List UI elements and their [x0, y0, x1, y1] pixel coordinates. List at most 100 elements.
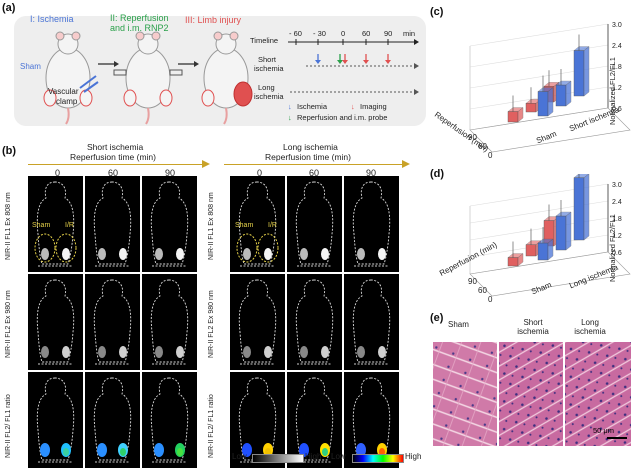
- gray-scale-high: High: [305, 452, 322, 461]
- mouse-reperfusion-icon: [113, 31, 183, 125]
- bar-sham-0: [507, 241, 524, 267]
- gray-scale-bar: [252, 454, 304, 463]
- z-tick-label: 0.6: [612, 250, 622, 257]
- imaging-cell: [230, 176, 285, 272]
- tick-minus60: - 60: [289, 29, 302, 38]
- tick-60: 60: [362, 29, 371, 38]
- long-time-90: 90: [366, 168, 377, 178]
- timeline-label: Timeline: [250, 36, 279, 45]
- legend-imaging: Imaging: [360, 102, 387, 111]
- tick-0: 0: [341, 29, 346, 38]
- long-time-0: 0: [257, 168, 263, 178]
- bar-long-ischemia-60: [555, 200, 572, 251]
- clamp-label-2: clamp: [56, 97, 78, 106]
- imaging-cell: [230, 274, 285, 370]
- long-arrowhead: [402, 160, 410, 168]
- x-tick-label: 0: [488, 295, 493, 304]
- panel-a-label: (a): [2, 2, 16, 14]
- imaging-cell: [85, 176, 140, 272]
- imaging-cell: [287, 372, 342, 468]
- row2-label-short: NIR-II FL2 Ex 980 nm: [5, 290, 12, 358]
- imaging-cell: [344, 274, 399, 370]
- scale-bar-label: 50 μm: [593, 426, 614, 435]
- tick-90: 90: [384, 29, 393, 38]
- imaging-cell: [287, 176, 342, 272]
- bar-long-ischemia-90: [573, 174, 590, 241]
- imaging-cell: [142, 176, 197, 272]
- x-tick-label: 90: [468, 133, 477, 142]
- timeline-graphic: [288, 39, 419, 95]
- long-time-arrow: [224, 164, 404, 165]
- tick-minus30: - 30: [313, 29, 326, 38]
- z-tick-label: 2.4: [612, 43, 622, 50]
- color-scale-bar: [352, 454, 404, 463]
- sham-label: Sham: [20, 62, 41, 71]
- z-tick-label: 3.0: [612, 182, 622, 189]
- mouse-injury-icon: [201, 31, 253, 125]
- x-tick-label: 60: [478, 142, 487, 151]
- legend-imaging-icon: ↓: [351, 102, 355, 111]
- panel-c-label: (c): [430, 6, 444, 18]
- step-injury-label: III: Limb injury: [185, 15, 242, 25]
- step-reperfusion-label-2: and i.m. RNP2: [110, 23, 169, 33]
- row1-label-short: NIR-II FL1 Ex 808 nm: [5, 192, 12, 260]
- long-time-60: 60: [309, 168, 320, 178]
- histo-long: [565, 342, 631, 446]
- imaging-cell: [28, 274, 83, 370]
- long-ischemia-label-1: Long: [258, 83, 275, 92]
- z-tick-label: 1.2: [612, 233, 622, 240]
- panel-d-label: (d): [430, 168, 445, 180]
- imaging-cell: [344, 372, 399, 468]
- z-tick-label: 1.2: [612, 85, 622, 92]
- ir-tag-short: I/R: [65, 222, 74, 229]
- x-tick-label: 0: [488, 151, 493, 160]
- imaging-cell: [85, 274, 140, 370]
- imaging-cell: [287, 274, 342, 370]
- panel-b-label: (b): [2, 145, 17, 157]
- short-time-0: 0: [55, 168, 61, 178]
- panel-e-label: (e): [430, 312, 444, 324]
- histo-sham: [433, 342, 497, 446]
- legend-ischemia: Ischemia: [297, 102, 328, 111]
- bar-short-ischemia-0: [537, 75, 554, 117]
- histo-label-long: Long ischemia: [574, 318, 606, 336]
- row1-label-long: NIR-II FL1 Ex 808 nm: [208, 192, 215, 260]
- ir-tag-long: I/R: [268, 222, 277, 229]
- z-tick-label: 1.8: [612, 216, 622, 223]
- clamp-label-1: Vascular: [48, 87, 79, 96]
- histo-short: [499, 342, 563, 446]
- row3-label-short: NIR-II FL2/ FL1 ratio: [5, 394, 12, 458]
- tick-unit: min: [403, 29, 416, 38]
- imaging-cell: [28, 176, 83, 272]
- imaging-cell: [344, 176, 399, 272]
- long-reperfusion-title: Reperfusion time (min): [265, 152, 351, 162]
- color-scale-high: High: [405, 452, 422, 461]
- long-ischemia-label-2: ischemia: [254, 92, 284, 101]
- short-time-60: 60: [108, 168, 119, 178]
- short-reperfusion-title: Reperfusion time (min): [70, 152, 156, 162]
- x-tick-label: 90: [468, 277, 477, 286]
- mouse-ischemia-icon: [43, 31, 99, 125]
- short-ischemia-title: Short ischemia: [87, 142, 144, 152]
- row3-label-long: NIR-II FL2/ FL1 ratio: [208, 394, 215, 458]
- histo-label-sham: Sham: [448, 320, 469, 329]
- bar-short-ischemia-60: [555, 69, 572, 107]
- bar-short-ischemia-90: [573, 34, 590, 97]
- long-ischemia-title: Long ischemia: [283, 142, 338, 152]
- mice-illustration: [43, 31, 253, 125]
- bar-sham-0: [507, 95, 524, 123]
- x-tick-label: 60: [478, 286, 487, 295]
- legend-ischemia-icon: ↓: [288, 102, 292, 111]
- z-tick-label: 2.4: [612, 199, 622, 206]
- imaging-cell: [85, 372, 140, 468]
- legend-reperfusion-icon: ↓: [288, 113, 292, 122]
- z-tick-label: 3.0: [612, 22, 622, 29]
- imaging-cell: [142, 372, 197, 468]
- sham-tag-long: Sham: [235, 222, 254, 229]
- imaging-cell: [28, 372, 83, 468]
- z-tick-label: 1.8: [612, 64, 622, 71]
- short-arrowhead: [202, 160, 210, 168]
- short-time-arrow: [28, 164, 204, 165]
- z-tick-label: 0.6: [612, 106, 622, 113]
